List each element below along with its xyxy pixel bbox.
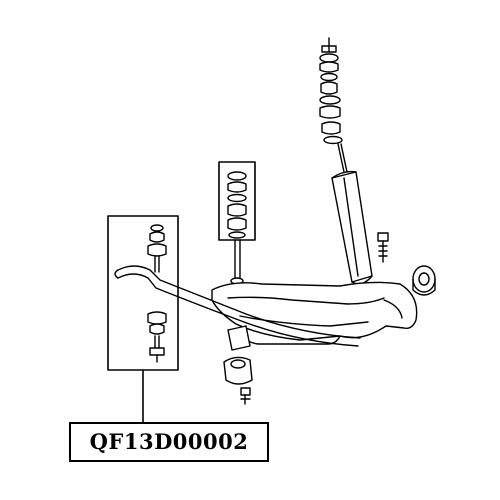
stabilizer-bracket [223, 325, 253, 405]
stabilizer-bar [114, 265, 361, 347]
upper-bushing-stack [319, 37, 343, 145]
mount-bolt [377, 232, 389, 263]
bump-stop-stack [218, 161, 256, 285]
stabilizer-link-parts [147, 224, 167, 363]
part-number-label: QF13D00002 [69, 422, 269, 462]
control-arm-bushing [412, 265, 436, 296]
shock-absorber-assembly [319, 37, 373, 301]
shock-body [331, 171, 373, 283]
lower-control-arm [211, 281, 418, 345]
